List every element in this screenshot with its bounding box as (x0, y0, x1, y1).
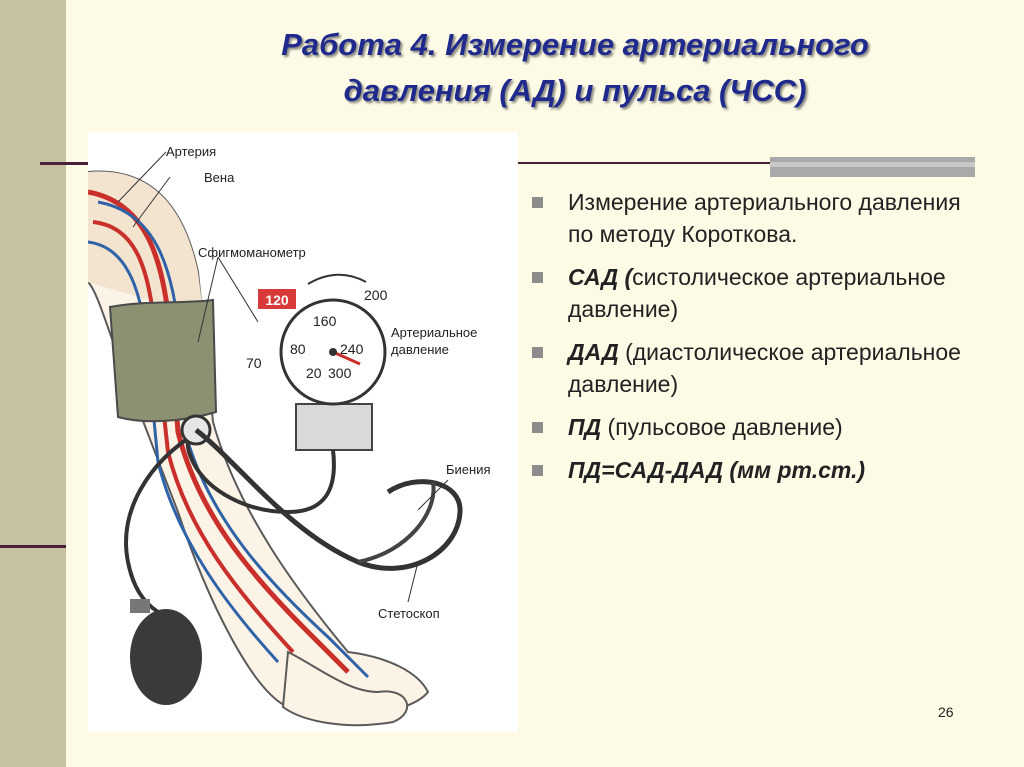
label-pressure-line-1: Артериальное (391, 325, 477, 340)
gauge-arrow (307, 273, 367, 285)
pressure-cuff (108, 298, 218, 423)
bullet-marker (532, 272, 543, 283)
bullet-item: САД (систолическое артериальное давление… (532, 261, 972, 325)
gauge-mark-200: 200 (364, 287, 388, 303)
gauge-mark-20: 20 (306, 365, 322, 381)
bullet-marker (532, 347, 543, 358)
label-sphygmomanometer: Сфигмоманометр (198, 245, 306, 260)
title-divider (510, 162, 975, 164)
gauge-mark-80: 80 (290, 341, 306, 357)
bullet-list: Измерение артериального давления по мето… (532, 186, 972, 497)
bullet-item: ДАД (диастолическое артериальное давлени… (532, 336, 972, 400)
sphygmo-leader-1 (197, 256, 219, 343)
systolic-highlight-value: 120 (265, 292, 289, 308)
bullet-formula: ПД=САД-ДАД (мм рт.ст.) (568, 457, 866, 483)
stethoscope-leader (407, 561, 419, 603)
bullet-text: (диастолическое артериальное давление) (568, 339, 961, 397)
gauge-needle (332, 350, 361, 366)
gauge-mark-70: 70 (246, 355, 262, 371)
vein-leader (132, 176, 171, 228)
gauge-mark-240: 240 (340, 341, 364, 357)
bullet-term: ДАД (568, 339, 619, 365)
label-pressure-line-2: давление (391, 342, 449, 357)
slide-title: Работа 4. Измерение артериального давлен… (160, 22, 990, 114)
inflation-bulb (130, 609, 202, 705)
bulb-valve (130, 599, 150, 613)
bullet-text: Измерение артериального давления по мето… (568, 189, 961, 247)
bullet-marker (532, 197, 543, 208)
gauge-mark-300: 300 (328, 365, 352, 381)
bullet-term: ПД (568, 414, 602, 440)
label-artery: Артерия (166, 144, 216, 159)
beats-leader (417, 479, 449, 511)
label-stethoscope: Стетоскоп (378, 606, 440, 621)
arm-sphygmomanometer-drawing: 120 160 200 80 240 20 300 70 Артерия Вен… (87, 144, 491, 727)
stethoscope-earpiece (357, 481, 436, 564)
bullet-marker (532, 422, 543, 433)
bullet-term: САД ( (568, 264, 633, 290)
left-accent-bar (0, 0, 66, 767)
blood-pressure-illustration: 120 160 200 80 240 20 300 70 Артерия Вен… (87, 132, 518, 732)
bulb-tube (124, 430, 200, 614)
label-vein: Вена (204, 170, 235, 185)
bullet-item: ПД=САД-ДАД (мм рт.ст.) (532, 454, 972, 486)
hand-outline (281, 650, 409, 727)
slide-title-line-1: Работа 4. Измерение артериального (281, 27, 869, 62)
gauge-housing (295, 403, 373, 451)
sphygmo-leader-2 (217, 256, 259, 323)
gauge-mark-160: 160 (313, 313, 337, 329)
systolic-highlight-box (258, 289, 296, 309)
left-divider-top (40, 162, 110, 165)
gauge-pivot (329, 348, 337, 356)
divider-accent-bar (770, 157, 975, 177)
page-number: 26 (938, 704, 954, 720)
left-divider-bottom (0, 545, 66, 548)
slide-title-line-2: давления (АД) и пульса (ЧСС) (343, 73, 807, 108)
bullet-item: ПД (пульсовое давление) (532, 411, 972, 443)
artery-leader (117, 151, 167, 203)
bullet-text: (пульсовое давление) (601, 414, 843, 440)
bullet-item: Измерение артериального давления по мето… (532, 186, 972, 250)
bullet-marker (532, 465, 543, 476)
bullet-text: систолическое артериальное давление) (568, 264, 946, 322)
stethoscope-tube (194, 428, 463, 571)
label-beats: Биения (446, 462, 491, 477)
